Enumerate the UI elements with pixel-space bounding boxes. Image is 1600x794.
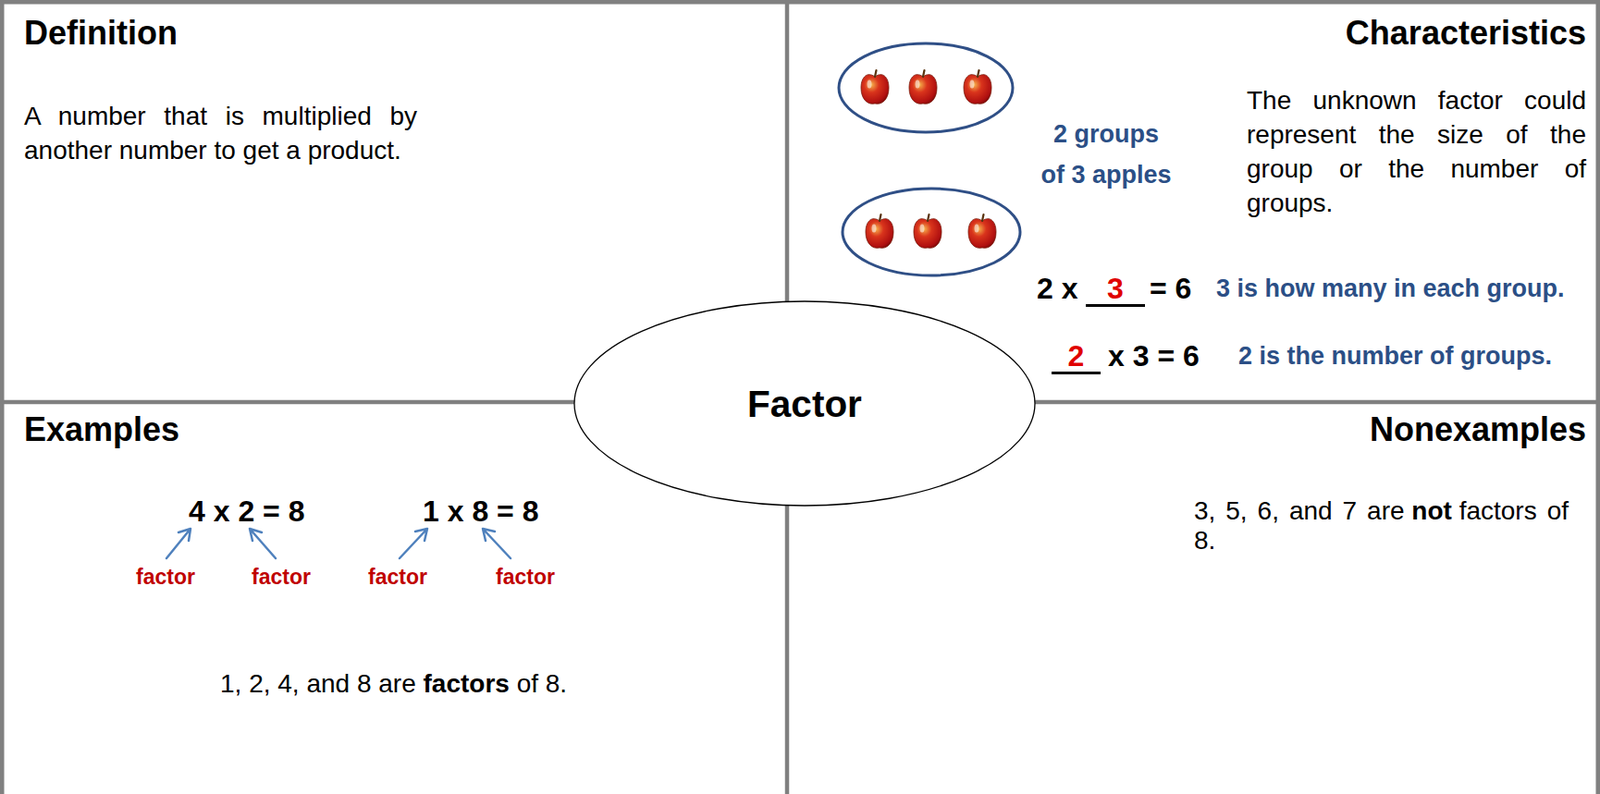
factor-label: factor	[368, 564, 428, 591]
nonexample-sentence: 3, 5, 6, and 7 arenotfactors of 8.	[1193, 496, 1569, 556]
group-oval	[838, 43, 1013, 133]
equation-part: x 3 = 6	[1107, 338, 1200, 374]
group-caption: 2 groups of 3 apples	[1039, 113, 1173, 196]
term-word: Factor	[573, 380, 1036, 429]
apple-icon	[861, 70, 889, 104]
term-ellipse: Factor	[573, 300, 1036, 507]
example-sentence: 1, 2, 4, and 8 arefactorsof 8.	[220, 669, 567, 700]
pointer-arrow	[249, 529, 276, 559]
unknown-factor: 3	[1085, 272, 1145, 308]
apple-icon	[913, 214, 942, 248]
example-sentence-part: 1, 2, 4, and 8 are	[220, 669, 417, 699]
example-sentence-part: factors	[423, 669, 510, 699]
examples-quadrant: 1, 2, 4, and 8 arefactorsof 8. Examples 4 …	[0, 403, 788, 794]
apple-icon	[865, 214, 894, 248]
factor-explanation: 2 is the number of groups.	[1238, 341, 1552, 371]
ellipse-shape	[574, 301, 1035, 506]
apple-icon	[909, 70, 937, 104]
quadrant-heading: Definition	[24, 13, 178, 53]
apple-icon	[968, 214, 997, 248]
nonexample-sentence-part: 3, 5, 6, and 7 are	[1193, 496, 1405, 526]
quadrant-heading: Characteristics	[1345, 13, 1587, 53]
border-line	[1596, 0, 1600, 794]
equation-part: = 6	[1149, 270, 1192, 307]
pointer-arrow	[482, 529, 511, 559]
quadrant-heading: Examples	[24, 410, 180, 450]
border-line	[0, 0, 1600, 5]
nonexample-sentence-part: not	[1411, 496, 1453, 526]
characteristics-text: The unknown factor could represent the s…	[1246, 83, 1587, 221]
pointer-arrow	[399, 529, 428, 559]
definition-text: A number that is multiplied by another n…	[24, 98, 418, 168]
example-equation: 1 x 8 = 8	[422, 493, 539, 530]
factor-label: factor	[251, 564, 311, 591]
group-oval	[842, 188, 1021, 276]
apple-groups	[838, 43, 1021, 276]
unknown-factor: 2	[1051, 340, 1101, 375]
factor-explanation: 3 is how many in each group.	[1216, 273, 1565, 304]
factor-pointers	[166, 529, 511, 559]
factor-label: factor	[135, 564, 196, 591]
example-sentence-part: of 8.	[516, 669, 567, 699]
nonexamples-quadrant: 3, 5, 6, and 7 arenotfactors of 8. Nonexa…	[787, 403, 1600, 794]
quadrant-heading: Nonexamples	[1369, 410, 1587, 450]
apple-icon	[963, 70, 992, 104]
border-line	[0, 0, 5, 794]
example-equation: 4 x 2 = 8	[188, 493, 305, 530]
pointer-arrow	[166, 529, 191, 559]
factor-label: factor	[495, 564, 555, 591]
equation-part: 2 x	[1036, 270, 1078, 307]
